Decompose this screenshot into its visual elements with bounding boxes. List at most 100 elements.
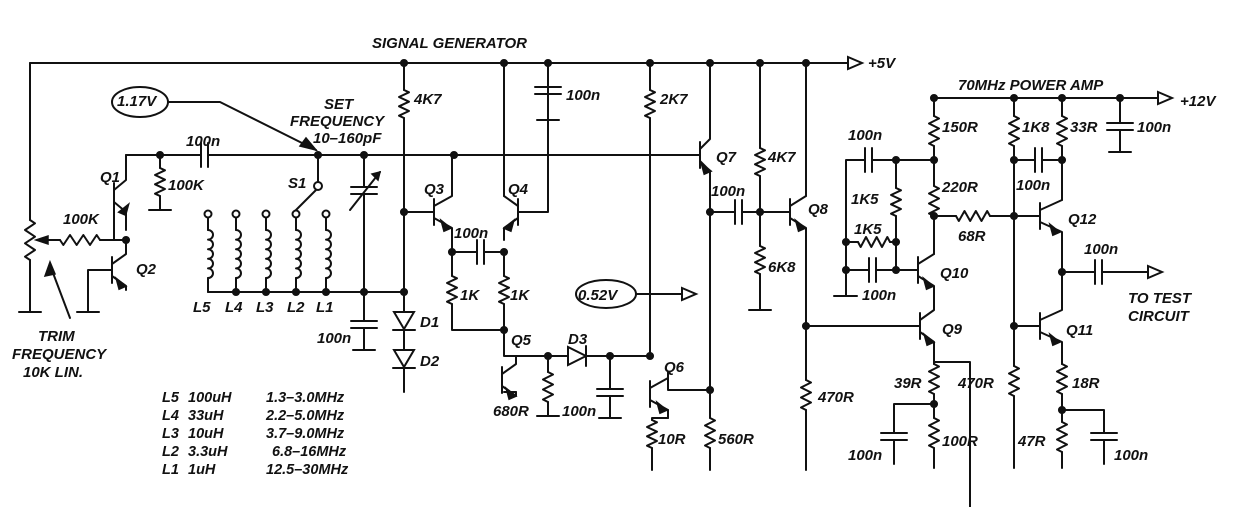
res-100k xyxy=(154,167,166,197)
res-33r xyxy=(1056,115,1068,147)
cap-trimmer xyxy=(350,186,378,195)
wire xyxy=(503,329,517,357)
res-68r-label: 68R xyxy=(958,228,986,245)
q7-collector xyxy=(699,62,711,150)
res-220r xyxy=(928,185,940,217)
d1 xyxy=(392,311,416,331)
q12-arrow xyxy=(1048,222,1062,237)
junction-dot xyxy=(261,287,271,297)
res-2k7-body xyxy=(644,89,656,119)
res-1k-a xyxy=(446,275,458,305)
arrow-head xyxy=(847,55,865,71)
cap-100n-q9-label: 100n xyxy=(848,447,882,464)
res-1k8-label: 1K8 xyxy=(1022,119,1050,136)
cap-100n-q12-label: 100n xyxy=(1016,177,1050,194)
q8-label: Q8 xyxy=(808,201,829,218)
arrow-head xyxy=(1157,90,1175,106)
d2-label: D2 xyxy=(420,353,440,370)
q11-collector xyxy=(1039,307,1063,321)
components xyxy=(59,62,1134,453)
q9-label: Q9 xyxy=(942,321,963,338)
res-4k7-q8-label: 4K7 xyxy=(767,149,796,166)
d1-label: D1 xyxy=(420,314,439,331)
wire xyxy=(87,269,113,313)
d1-triangle xyxy=(392,311,416,331)
l4-label: L4 xyxy=(225,299,243,316)
junction-dot xyxy=(929,93,939,103)
q12-emitter xyxy=(1039,221,1063,241)
junction-dot xyxy=(1115,93,1125,103)
cap-100n-q12-plates xyxy=(1034,147,1043,173)
junction-dot xyxy=(1009,93,1019,103)
res-220r-label: 220R xyxy=(941,179,978,196)
res-150r-body xyxy=(928,115,940,147)
q11-label: Q11 xyxy=(1066,322,1093,339)
res-1k8-body xyxy=(1008,115,1020,147)
res-100k-q1-body xyxy=(59,234,101,246)
res-1k5-a-body xyxy=(890,187,902,217)
coil-table: L5 100uH 1.3–3.0MHz L4 33uH 2.2–5.0MHz L… xyxy=(162,390,349,478)
cap-100n-q10-bot xyxy=(868,257,877,283)
res-100k-q1 xyxy=(59,234,101,246)
cap-100n-q8-label: 100n xyxy=(711,183,745,200)
res-47r xyxy=(1056,421,1068,453)
q5-arrow xyxy=(504,386,518,401)
q4 xyxy=(502,62,519,241)
trimmer-arrow-head xyxy=(370,170,382,182)
switch-contact xyxy=(203,209,213,219)
res-1k-b xyxy=(498,275,510,305)
q1 xyxy=(113,154,130,231)
cap-100n-q11-plates xyxy=(1090,432,1118,441)
trim-pot-body xyxy=(24,219,36,261)
q4-label: Q4 xyxy=(508,181,529,198)
q8-collector xyxy=(789,62,807,207)
power-amp-title: 70MHz POWER AMP xyxy=(958,77,1104,94)
q4-collector xyxy=(503,62,519,207)
res-68r xyxy=(955,210,991,222)
res-18r-body xyxy=(1056,363,1068,395)
cap-100n-q12 xyxy=(1034,147,1043,173)
q10-arrow xyxy=(922,276,935,291)
q11 xyxy=(1039,307,1063,353)
junction-dot xyxy=(1009,155,1019,165)
q12-label: Q12 xyxy=(1068,211,1097,228)
q6-collector xyxy=(649,371,669,389)
res-100k-body xyxy=(154,167,166,197)
res-100r xyxy=(928,417,940,449)
l2-label: L2 xyxy=(287,299,305,316)
cap-100n-q8-plates xyxy=(734,199,743,225)
signal-generator-title: SIGNAL GENERATOR xyxy=(372,35,527,52)
q1-label: Q1 xyxy=(100,169,120,186)
res-18r xyxy=(1056,363,1068,395)
q10-collector xyxy=(917,253,935,265)
cap-100n-q9-plates xyxy=(880,432,908,441)
res-68r-body xyxy=(955,210,991,222)
res-1k-a-label: 1K xyxy=(460,287,480,304)
res-6k8-body xyxy=(754,245,766,275)
res-4k7-q8 xyxy=(754,147,766,177)
coil-row-l1-range: 12.5–30MHz xyxy=(266,462,349,478)
coil-row-l2-range: 6.8–16MHz xyxy=(272,444,347,460)
wire xyxy=(1061,409,1105,433)
res-100r-body xyxy=(928,417,940,449)
res-470r-a xyxy=(800,379,812,411)
trimmer-arrow-line xyxy=(349,171,381,211)
switch-pivot xyxy=(313,181,323,191)
set-frequency-line3: 10–160pF xyxy=(313,130,382,147)
cap-trimmer-plates xyxy=(350,186,378,195)
q9 xyxy=(919,307,936,353)
coil-row-l5-name: L5 xyxy=(162,390,180,406)
arrow-head xyxy=(681,286,699,302)
cap-100n-d3-label: 100n xyxy=(562,403,596,420)
res-39r xyxy=(928,363,940,395)
q1-arrow xyxy=(117,202,130,217)
cap-100n-q3q4-label: 100n xyxy=(454,225,488,242)
inductor-1-winding xyxy=(207,229,214,279)
q6-label: Q6 xyxy=(664,359,685,376)
q3-collector xyxy=(433,169,453,207)
cap-100n-q1-label: 100n xyxy=(186,133,220,150)
res-1k-a-body xyxy=(446,275,458,305)
q6-arrow xyxy=(655,400,669,415)
q7 xyxy=(699,62,713,201)
